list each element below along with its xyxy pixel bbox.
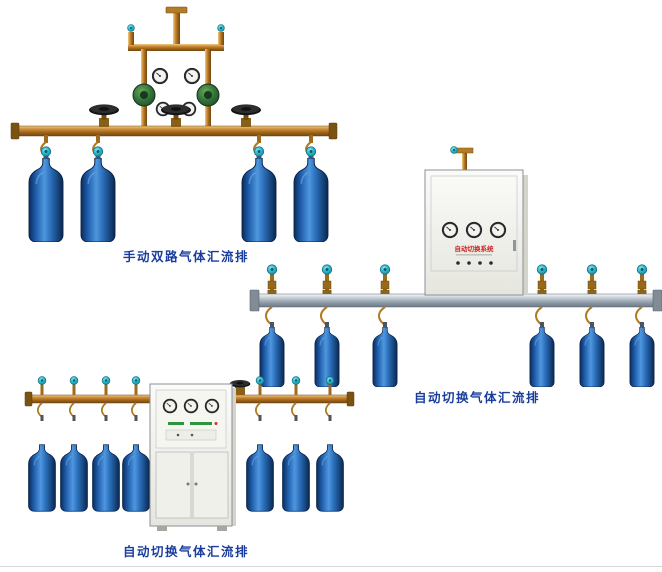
gas-cylinder-station [373,265,397,387]
gas-cylinder-station [29,135,63,242]
product-caption-auto-switch-2: 自动切换气体汇流排 [122,545,249,559]
inlet-valve-knob-icon [127,24,135,32]
pressure-gauge-icon [204,398,220,414]
pressure-gauge-icon [465,221,483,239]
valve-handwheel [229,379,251,395]
page-bottom-border [0,566,662,567]
cabinet-top-pipe [450,146,474,170]
cabinet-door-left [155,451,192,519]
gas-cylinder-station [260,265,284,387]
pressure-gauge-icon [183,67,201,85]
inlet-header-pipes [127,6,225,85]
pressure-gauge-icon [162,398,178,414]
cabinet-indicator [190,422,212,425]
valve-handwheel [231,104,261,127]
product-photo-manual-dual-manifold [10,6,338,258]
cabinet-label: 自动切换系统 [455,244,495,253]
pressure-gauge-icon [183,398,199,414]
product-photo-auto-switch-manifold: 自动切换系统 [249,146,662,407]
cabinet-indicator-light [214,422,218,425]
product-caption-auto-switch-1: 自动切换气体汇流排 [413,391,540,405]
cabinet-door-handle [513,240,516,251]
cabinet-indicator [168,422,184,425]
product-photo-auto-switch-floor [24,372,355,531]
cabinet-door-handle [194,482,198,486]
valve-handwheel [89,104,119,127]
gas-cylinder-station [315,265,339,387]
gas-cylinder-station [630,265,654,387]
cabinet-subtext-line [456,254,492,256]
manifold-pipe-silver [249,289,662,312]
pressure-regulator-left [132,83,156,127]
valve-handwheel [161,104,191,127]
gas-cylinder-station [81,135,115,242]
pressure-gauge-icon [151,67,169,85]
inlet-valve-knob-icon [217,24,225,32]
gas-cylinder-station [580,265,604,387]
control-cabinet: 自动切换系统 [424,169,528,296]
product-caption-manual-dual: 手动双路气体汇流排 [122,250,249,264]
control-cabinet-floor [149,383,236,531]
cabinet-door-handle [186,482,190,486]
gas-cylinder-station [530,265,554,387]
cabinet-door-right [192,451,229,519]
pressure-regulator-right [196,83,220,127]
inlet-valve-knob-icon [450,146,458,154]
pressure-gauge-icon [441,221,459,239]
pressure-gauge-icon [489,221,507,239]
